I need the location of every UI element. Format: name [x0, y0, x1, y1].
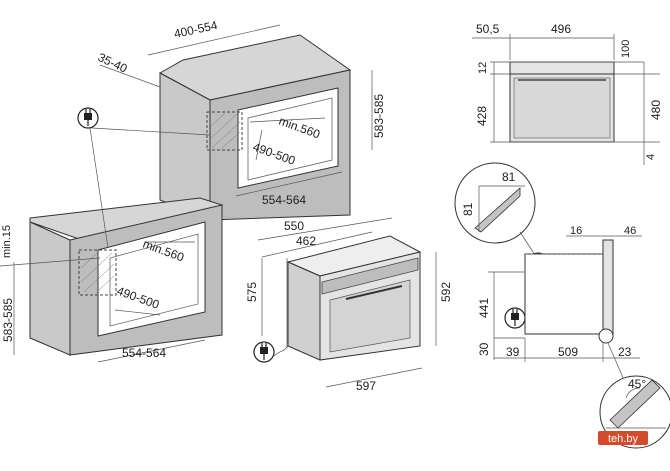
base-cable-area [78, 249, 117, 296]
side-oven-door [602, 239, 614, 337]
side-view: 81 81 16 46 441 30 39 509 23 45° 1 [454, 162, 670, 449]
side-rear-gap-label: 39 [506, 345, 520, 359]
front-bottom-gap-label: 4 [645, 154, 657, 160]
tall-cabinet-opening [237, 87, 339, 189]
front-view-top-strip [509, 61, 615, 75]
oven-width-label: 597 [356, 379, 376, 393]
oven-side [287, 261, 321, 361]
plug-icon [504, 307, 526, 329]
detail-circle-top [454, 162, 536, 244]
oven-depth-body-label: 462 [296, 234, 316, 248]
tall-cabinet: 400-554 35-40 583-585 min.560 490-500 55… [96, 18, 386, 221]
front-left-offset-label: 50,5 [476, 22, 500, 36]
front-total-height-label: 480 [649, 100, 663, 120]
side-oven-body [524, 253, 604, 335]
front-view: 50,5 496 100 12 428 480 4 [472, 22, 663, 165]
oven-handle [345, 285, 403, 300]
side-angle-label: 45° [628, 377, 646, 391]
detail-side-label: 81 [461, 202, 475, 216]
oven-depth-total-label: 550 [284, 219, 304, 233]
detail-top-label: 81 [502, 170, 516, 184]
plug-icon [77, 107, 99, 129]
plug-icon [253, 341, 275, 363]
oven-control-panel [321, 257, 419, 295]
oven-isometric: 550 462 575 592 597 [245, 217, 453, 393]
front-top-gap-label: 100 [620, 40, 632, 58]
oven-height-total-label: 592 [439, 282, 453, 302]
front-top-strip-label: 12 [477, 62, 489, 74]
side-door-label: 46 [624, 225, 636, 237]
side-knob-label: 16 [570, 225, 582, 237]
tall-opening-width-label: 554-564 [262, 193, 306, 207]
base-opening [97, 221, 206, 337]
tall-height-label: 583-585 [372, 94, 386, 138]
base-opening-width-label: 554-564 [122, 346, 166, 360]
front-view-door [513, 77, 611, 139]
side-front-label: 23 [618, 345, 632, 359]
base-cabinet: min.15 583-585 min.560 490-500 554-564 [0, 127, 224, 363]
watermark: teh.by [598, 431, 648, 445]
base-height-label: 583-585 [1, 298, 15, 342]
side-base-height-label: 30 [477, 342, 491, 356]
detail-circle-front [598, 328, 614, 344]
side-depth-label: 509 [558, 345, 578, 359]
tall-cable-area [206, 111, 243, 151]
watermark-text: teh.by [608, 433, 638, 445]
tall-cabinet-opening-inner [247, 97, 333, 181]
oven-height-body-label: 575 [245, 282, 259, 302]
base-side [29, 221, 71, 356]
tall-depth-label: 35-40 [96, 50, 130, 76]
base-top-gap-label: min.15 [1, 225, 13, 258]
front-body-height-label: 428 [475, 106, 489, 126]
tall-width-label: 400-554 [173, 18, 219, 41]
front-width-label: 496 [551, 22, 571, 36]
side-body-height-label: 441 [477, 298, 491, 318]
